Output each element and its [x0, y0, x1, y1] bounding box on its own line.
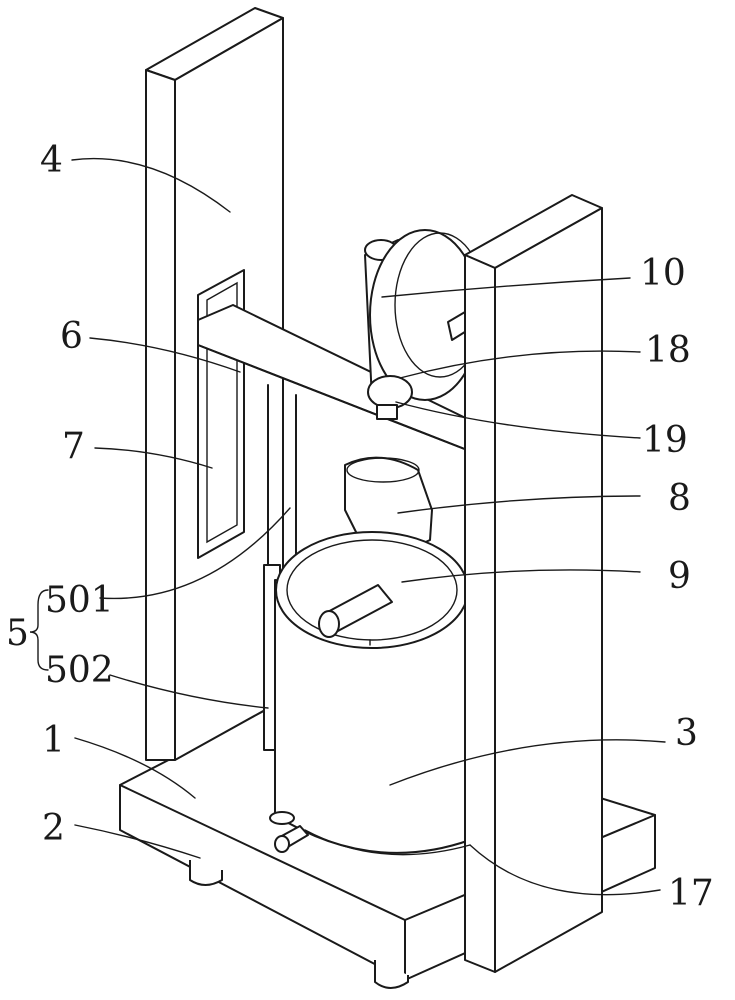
label-18: 18 [645, 330, 691, 371]
label-9: 9 [668, 556, 691, 597]
label-2: 2 [42, 808, 65, 849]
label-7: 7 [62, 426, 85, 467]
part-labels: 4 10 6 18 7 19 8 9 5 501 502 1 3 2 17 [6, 140, 714, 914]
right-column [464, 194, 603, 973]
label-502: 502 [45, 650, 114, 691]
label-6: 6 [60, 316, 83, 357]
label-10: 10 [640, 253, 686, 294]
mixing-barrel [274, 531, 471, 854]
label-19: 19 [642, 420, 688, 461]
label-5: 5 [6, 613, 29, 654]
leader-lines [29, 157, 666, 896]
drive-assembly [364, 229, 486, 420]
base-feet [189, 860, 409, 989]
left-column [145, 7, 284, 761]
drain-valve [269, 811, 309, 853]
label-8: 8 [668, 478, 691, 519]
label-1: 1 [42, 720, 65, 761]
label-4: 4 [40, 140, 63, 181]
label-3: 3 [675, 713, 698, 754]
label-17: 17 [668, 873, 714, 914]
label-501: 501 [45, 580, 114, 621]
